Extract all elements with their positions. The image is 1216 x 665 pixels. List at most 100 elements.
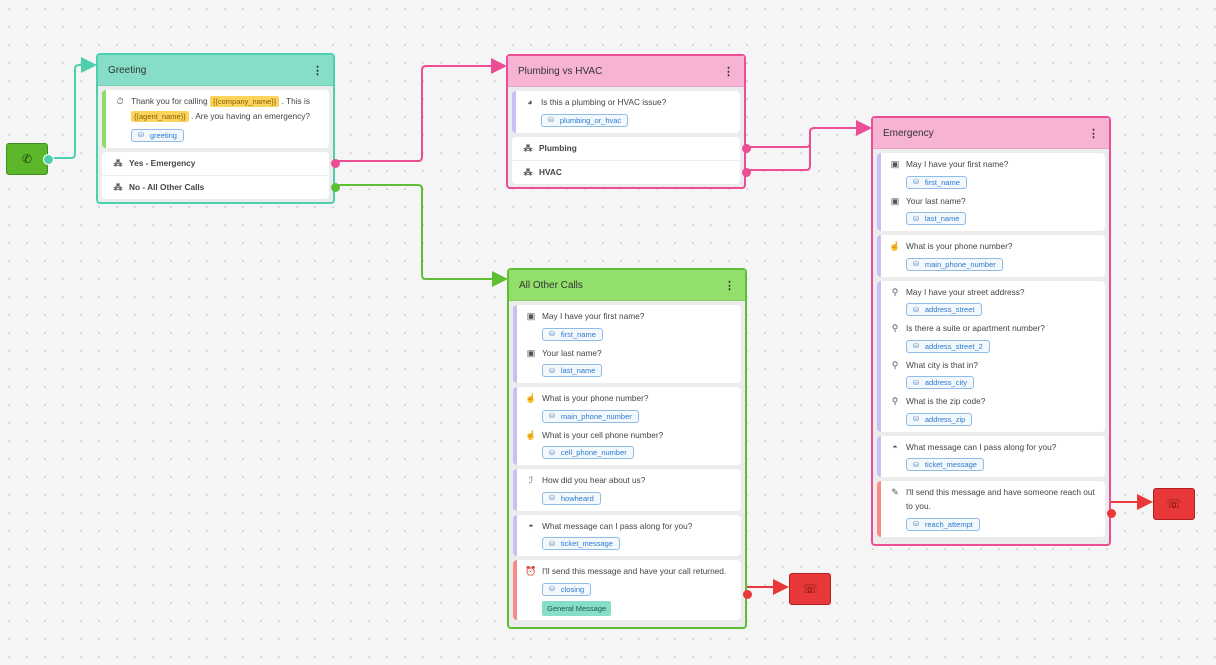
step-card[interactable]: ▣May I have your first name?⛁first_name▣…: [877, 153, 1105, 231]
output-port[interactable]: [331, 158, 340, 168]
variable-chip[interactable]: ⛁closing: [542, 582, 592, 596]
step-item: ✎ I'll send this message and have someone…: [889, 485, 1099, 533]
step-content: What city is that in?⛁address_city: [906, 358, 978, 392]
output-port[interactable]: [1107, 508, 1116, 518]
step-card[interactable]: ☝What is your phone number?⛁main_phone_n…: [513, 387, 741, 465]
end-node-other-calls[interactable]: ☏: [789, 573, 831, 605]
variable-name: address_zip: [924, 414, 966, 424]
node-title: Emergency: [883, 127, 934, 139]
tap-icon: ☝: [525, 393, 537, 403]
variable-name: last_name: [560, 366, 596, 375]
step-content: Your last name?⛁last_name: [542, 346, 603, 380]
route-option[interactable]: ⁂No - All Other Calls: [102, 174, 340, 199]
variable-name: address_city: [924, 378, 967, 387]
storage-icon: ⛁: [913, 343, 919, 350]
variable-chip[interactable]: ⛁plumbing_or_hvac: [541, 113, 629, 127]
more-menu-icon[interactable]: ⋮: [312, 64, 323, 77]
variable-chip[interactable]: ⛁address_street_2: [906, 339, 990, 353]
step-card[interactable]: ◓What message can I pass along for you?⛁…: [513, 514, 741, 556]
variable-name: closing: [560, 584, 585, 594]
step-prompt: Is there a suite or apartment number?: [906, 323, 1045, 333]
node-plumbing-vs-hvac[interactable]: Plumbing vs HVAC ⋮ ◕Is this a plumbing or …: [506, 54, 751, 189]
step-card[interactable]: ☝What is your phone number?⛁main_phone_n…: [877, 235, 1105, 277]
node-greeting[interactable]: Greeting ⋮ ⏱Thank you for calling {{compan…: [96, 53, 340, 204]
step-card[interactable]: ✎ I'll send this message and have someone…: [877, 481, 1116, 537]
route-option[interactable]: ⁂Plumbing: [512, 137, 751, 160]
step-item: ▣Your last name?⛁last_name: [889, 194, 1099, 228]
route-option[interactable]: ⁂Yes - Emergency: [102, 152, 340, 175]
variable-chip[interactable]: ⛁ticket_message: [542, 537, 620, 550]
step-card[interactable]: ⏰I'll send this message and have your ca…: [513, 560, 752, 620]
variable-row: ⛁ticket_message: [542, 533, 692, 553]
id-card-icon: ▣: [890, 159, 900, 169]
note-icon: ✎: [891, 487, 899, 497]
start-port[interactable]: [43, 154, 54, 165]
step-card[interactable]: ⏱Thank you for calling {{company_name}} …: [102, 90, 329, 148]
hang-up-icon: ☏: [1166, 497, 1182, 511]
node-body: ▣May I have your first name?⛁first_name▣…: [873, 149, 1116, 544]
step-content: I'll send this message and have someone …: [906, 485, 1099, 533]
output-port[interactable]: [742, 167, 751, 177]
more-menu-icon[interactable]: ⋮: [1088, 127, 1099, 140]
variable-chip[interactable]: ⛁main_phone_number: [906, 257, 1003, 271]
variable-name: last_name: [924, 214, 960, 223]
variable-row: ⛁closing: [542, 578, 726, 598]
node-title: Plumbing vs HVAC: [518, 65, 603, 77]
variable-row: ⛁first_name: [906, 171, 1008, 191]
variable-chip[interactable]: ⛁last_name: [906, 212, 967, 225]
node-body: ▣May I have your first name?⛁first_name▣…: [509, 301, 752, 627]
step-card[interactable]: ◓What message can I pass along for you?⛁…: [877, 435, 1105, 477]
route-label: Plumbing: [539, 143, 577, 153]
more-menu-icon[interactable]: ⋮: [724, 279, 735, 292]
more-menu-icon[interactable]: ⋮: [723, 65, 734, 78]
storage-icon: ⛁: [913, 179, 919, 186]
storage-icon: ⛁: [913, 306, 919, 314]
variable-chip[interactable]: ⛁address_city: [906, 376, 974, 389]
variable-chip[interactable]: ⛁ticket_message: [906, 458, 984, 471]
variable-chip[interactable]: ⛁cell_phone_number: [542, 446, 634, 459]
variable-row: ⛁address_city: [906, 372, 978, 392]
route-option[interactable]: ⁂HVAC: [512, 159, 751, 184]
start-node[interactable]: ✆: [6, 143, 54, 175]
variable-chip[interactable]: ⛁ last_name: [542, 364, 603, 377]
step-item: ▣Your last name?⛁last_name: [525, 346, 735, 380]
step-card[interactable]: ◕Is this a plumbing or HVAC issue?⛁plumb…: [512, 91, 740, 133]
variable-chip[interactable]: ⛁address_street: [906, 303, 982, 316]
storage-icon: ⛁: [913, 521, 919, 528]
variable-row: ⛁ticket_message: [906, 454, 1056, 474]
node-body: ◕Is this a plumbing or HVAC issue?⛁plumb…: [508, 87, 751, 187]
variable-chip[interactable]: ⛁first_name: [542, 327, 603, 341]
tap-icon: ☝: [525, 429, 537, 440]
storage-icon: ⛁: [549, 449, 555, 457]
variable-chip[interactable]: ⛁greeting: [131, 128, 184, 142]
step-prompt: May I have your street address?: [906, 286, 1025, 297]
variable-chip[interactable]: ⛁howheard: [542, 491, 601, 505]
edge-start-greeting: [48, 57, 97, 159]
variable-chip[interactable]: ⛁main_phone_number: [542, 409, 639, 423]
output-port[interactable]: [743, 589, 752, 599]
node-header: Plumbing vs HVAC ⋮: [508, 56, 744, 87]
storage-icon: ⛁: [549, 367, 555, 375]
variable-token: {{company_name}}: [209, 96, 280, 107]
variable-chip[interactable]: ⛁first_name: [906, 175, 967, 189]
route-icon: ⁂: [523, 167, 533, 177]
step-item: ▣May I have your first name?⛁first_name: [525, 309, 735, 343]
end-node-emergency[interactable]: ☏: [1153, 488, 1195, 520]
variable-chip[interactable]: ⛁reach_attempt: [906, 517, 980, 531]
node-all-other-calls[interactable]: All Other Calls⋮▣May I have your first n…: [507, 268, 752, 629]
step-item: ⏰I'll send this message and have your ca…: [525, 564, 735, 616]
step-card[interactable]: ⚲May I have your street address?⛁address…: [877, 280, 1105, 432]
variable-chip[interactable]: ⛁address_zip: [906, 412, 973, 426]
output-port[interactable]: [331, 182, 340, 192]
node-title: Greeting: [108, 64, 147, 76]
step-prompt: What message can I pass along for you?: [906, 441, 1057, 452]
variable-name: main_phone_number: [560, 411, 632, 421]
node-title: All Other Calls: [519, 279, 583, 291]
output-port[interactable]: [742, 143, 751, 153]
step-prompt: May I have your first name?: [542, 311, 645, 321]
step-item: ◕Is this a plumbing or HVAC issue?⛁plumb…: [524, 95, 734, 129]
step-card[interactable]: ▣May I have your first name?⛁first_name▣…: [513, 305, 741, 383]
node-emergency[interactable]: Emergency⋮▣May I have your first name?⛁f…: [871, 116, 1116, 546]
variable-row: ⛁main_phone_number: [906, 253, 1013, 273]
